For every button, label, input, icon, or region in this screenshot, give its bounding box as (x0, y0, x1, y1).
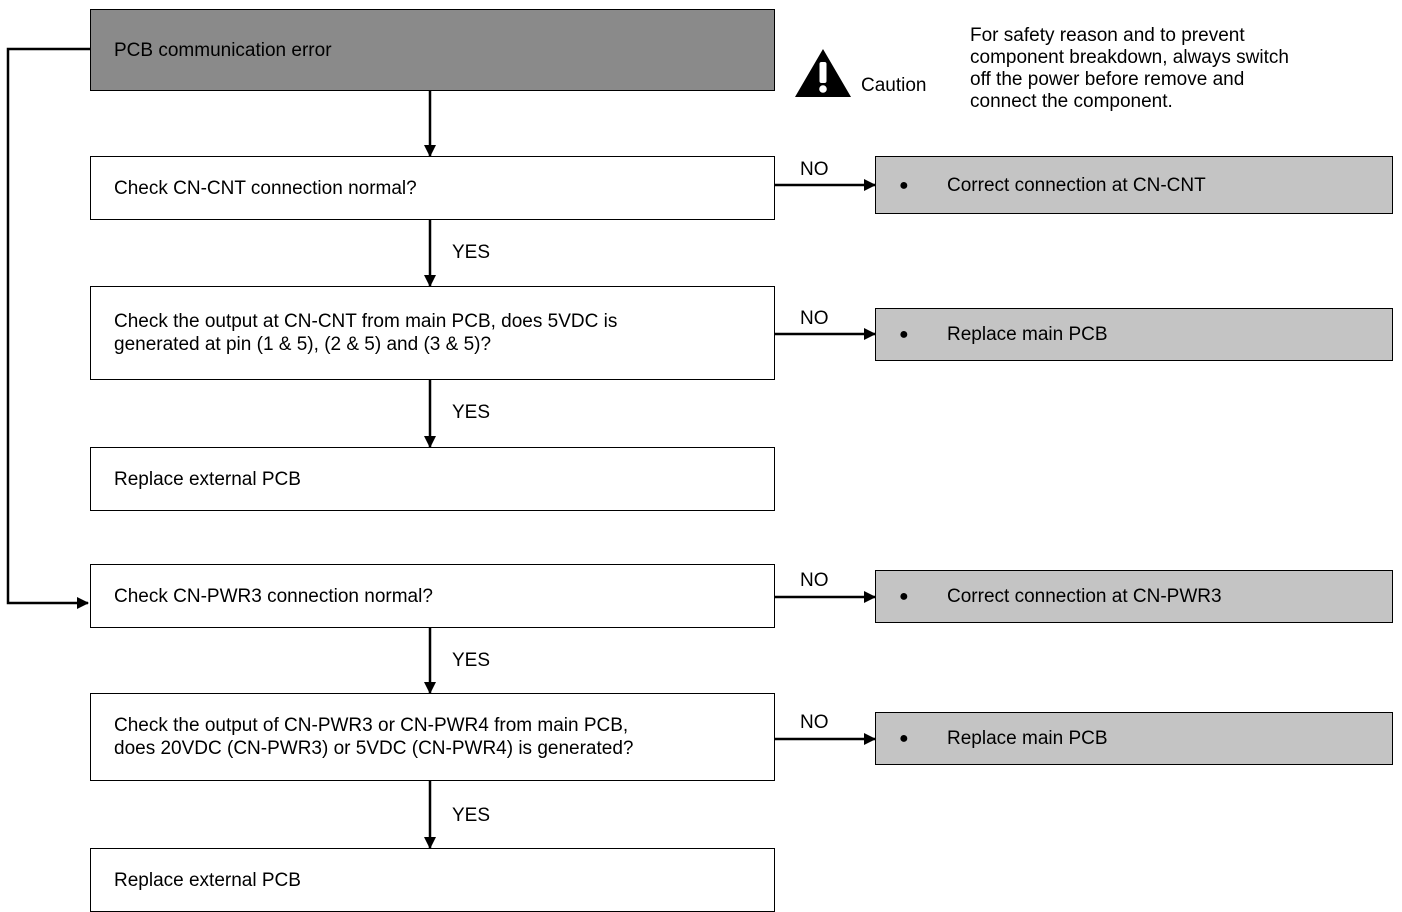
action-correct-pwr3: ● Correct connection at CN-PWR3 (875, 570, 1393, 623)
step-check-cnt-connection: Check CN-CNT connection normal? (90, 156, 775, 220)
caution-note: For safety reason and to prevent compone… (970, 25, 1390, 113)
step-text: Check CN-CNT connection normal? (114, 177, 417, 199)
warning-icon (795, 49, 851, 97)
action-replace-main-1: ● Replace main PCB (875, 308, 1393, 361)
step-text: Replace external PCB (114, 468, 301, 490)
action-text: Replace main PCB (947, 728, 1108, 749)
step-check-pwr3-connection: Check CN-PWR3 connection normal? (90, 564, 775, 628)
bullet-icon: ● (899, 588, 909, 605)
step-text-line: Check the output at CN-CNT from main PCB… (114, 311, 618, 332)
no-label: NO (800, 308, 829, 329)
action-text: Replace main PCB (947, 324, 1108, 345)
caution-note-line: off the power before remove and (970, 69, 1245, 90)
caution-note-line: For safety reason and to prevent (970, 25, 1245, 46)
bullet-icon: ● (899, 730, 909, 747)
action-text: Correct connection at CN-CNT (947, 174, 1206, 196)
step-check-cnt-output: Check the output at CN-CNT from main PCB… (90, 286, 775, 380)
caution-label: Caution (861, 75, 927, 96)
step-replace-external-2: Replace external PCB (90, 848, 775, 912)
yes-label: YES (452, 402, 491, 423)
no-label: NO (800, 712, 829, 733)
no-label: NO (800, 570, 829, 591)
caution-note-line: connect the component. (970, 91, 1173, 112)
step-text-line: generated at pin (1 & 5), (2 & 5) and (3… (114, 334, 492, 355)
action-correct-cnt: ● Correct connection at CN-CNT (875, 156, 1393, 214)
no-label: NO (800, 159, 829, 180)
yes-label: YES (452, 242, 491, 263)
step-text: Replace external PCB (114, 869, 301, 891)
start-box: PCB communication error (90, 9, 775, 91)
yes-label: YES (452, 650, 491, 671)
caution-note-line: component breakdown, always switch (970, 47, 1289, 68)
action-text: Correct connection at CN-PWR3 (947, 586, 1222, 607)
action-replace-main-2: ● Replace main PCB (875, 712, 1393, 765)
bullet-icon: ● (899, 176, 909, 194)
step-text-line: Check the output of CN-PWR3 or CN-PWR4 f… (114, 715, 629, 736)
arrow-start-to-check-pwr3 (6, 47, 90, 609)
bullet-icon: ● (899, 326, 909, 343)
step-text: Check CN-PWR3 connection normal? (114, 585, 433, 607)
start-label: PCB communication error (114, 39, 332, 61)
step-check-pwr-output: Check the output of CN-PWR3 or CN-PWR4 f… (90, 693, 775, 781)
step-replace-external-1: Replace external PCB (90, 447, 775, 511)
yes-label: YES (452, 805, 491, 826)
step-text-line: does 20VDC (CN-PWR3) or 5VDC (CN-PWR4) i… (114, 738, 634, 759)
